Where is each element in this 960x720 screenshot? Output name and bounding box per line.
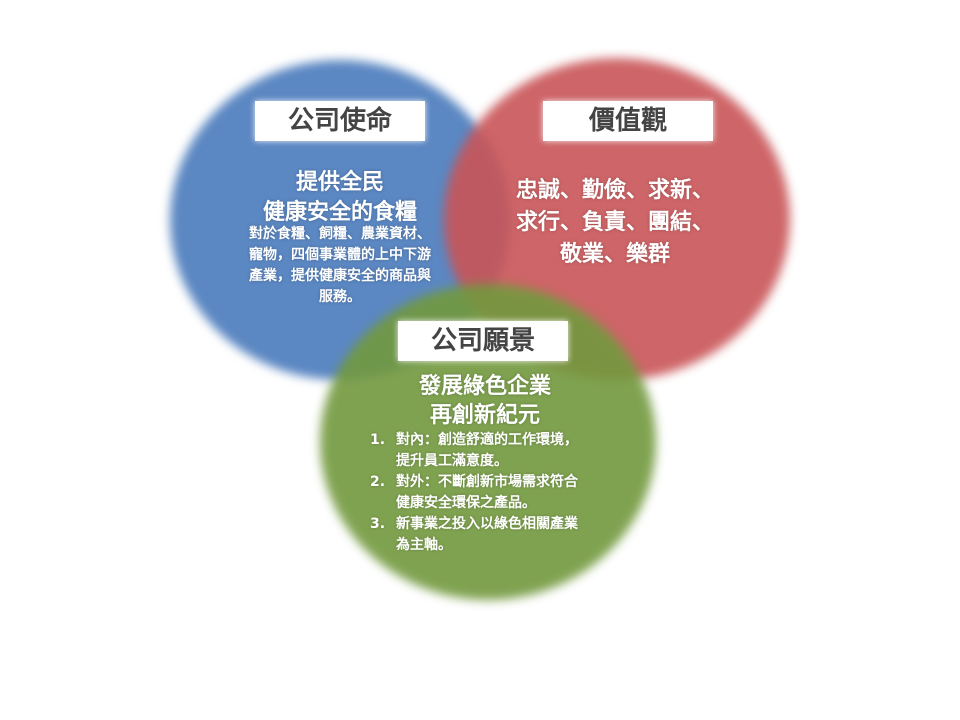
values-line: 敬業、樂群 xyxy=(559,242,670,267)
mission-description-line: 服務。 xyxy=(319,289,361,305)
mission-heading-line: 提供全民 xyxy=(295,170,384,195)
vision-list-item: 1. 對內：創造舒適的工作環境， 提升員工滿意度。 xyxy=(370,430,615,472)
list-text-line: 對內：創造舒適的工作環境， xyxy=(396,432,578,448)
vision-heading-line: 發展綠色企業 xyxy=(418,374,551,399)
values-text: 忠誠、勤儉、求新、 求行、負責、團結、 敬業、樂群 xyxy=(490,175,740,271)
list-text: 新事業之投入以綠色相關產業 為主軸。 xyxy=(396,514,615,556)
mission-heading: 提供全民 健康安全的食糧 xyxy=(230,168,450,228)
list-text-line: 健康安全環保之產品。 xyxy=(396,495,536,511)
list-text: 對外：不斷創新市場需求符合 健康安全環保之產品。 xyxy=(396,472,615,514)
vision-heading: 發展綠色企業 再創新紀元 xyxy=(380,372,590,430)
values-label: 價值觀 xyxy=(543,101,713,141)
mission-description: 對於食糧、飼糧、農業資材、 寵物，四個事業體的上中下游 產業，提供健康安全的商品… xyxy=(228,224,452,308)
vision-heading-line: 再創新紀元 xyxy=(429,403,540,428)
vision-label: 公司願景 xyxy=(398,321,568,361)
list-text-line: 對外：不斷創新市場需求符合 xyxy=(396,474,578,490)
mission-label: 公司使命 xyxy=(255,101,425,141)
list-text: 對內：創造舒適的工作環境， 提升員工滿意度。 xyxy=(396,430,615,472)
list-text-line: 新事業之投入以綠色相關產業 xyxy=(396,516,578,532)
list-text-line: 為主軸。 xyxy=(396,537,452,553)
list-number: 2. xyxy=(370,474,386,490)
vision-list-item: 2. 對外：不斷創新市場需求符合 健康安全環保之產品。 xyxy=(370,472,615,514)
list-number: 1. xyxy=(370,432,386,448)
values-line: 求行、負責、團結、 xyxy=(515,210,714,235)
values-line: 忠誠、勤儉、求新、 xyxy=(515,178,714,203)
mission-description-line: 寵物，四個事業體的上中下游 xyxy=(249,247,431,263)
list-number: 3. xyxy=(370,516,386,532)
mission-description-line: 產業，提供健康安全的商品與 xyxy=(249,268,431,284)
mission-description-line: 對於食糧、飼糧、農業資材、 xyxy=(249,226,431,242)
list-text-line: 提升員工滿意度。 xyxy=(396,453,508,469)
vision-list-item: 3. 新事業之投入以綠色相關產業 為主軸。 xyxy=(370,514,615,556)
mission-heading-line: 健康安全的食糧 xyxy=(262,200,417,225)
vision-list: 1. 對內：創造舒適的工作環境， 提升員工滿意度。 2. 對外：不斷創新市場需求… xyxy=(370,430,615,556)
